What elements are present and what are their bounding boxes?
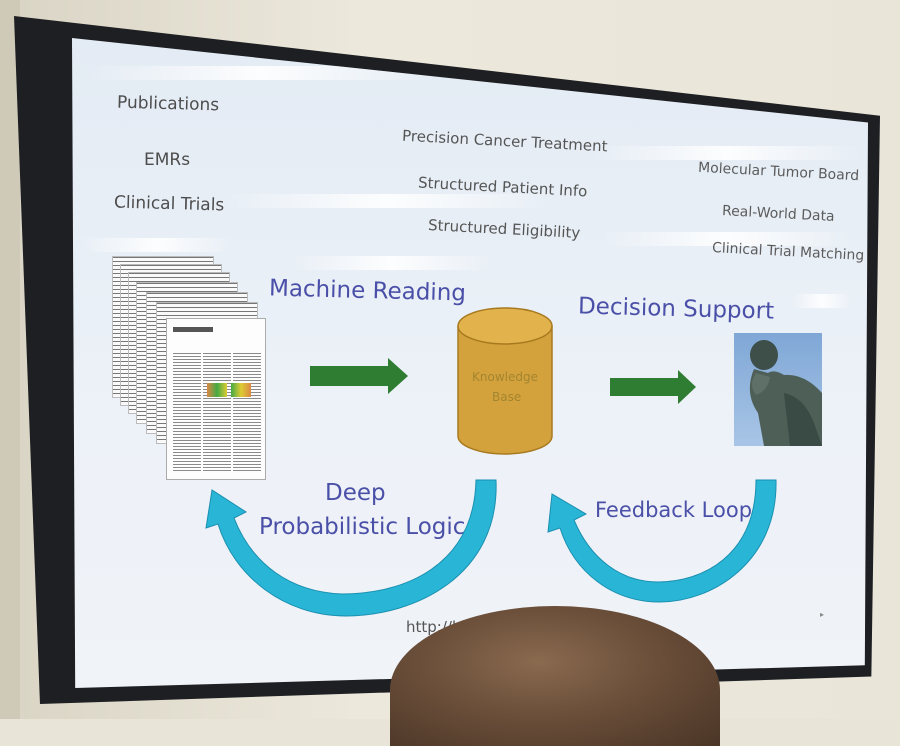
paper-front-page: [166, 318, 266, 480]
cylinder-shape: [457, 307, 553, 455]
wall-panel: [0, 0, 20, 719]
source-clinical-trials: Clinical Trials: [113, 192, 225, 216]
label-decision-support: Decision Support: [577, 293, 775, 325]
database-cylinder-icon: Knowledge Base: [456, 306, 554, 456]
label-deep: Deep: [325, 480, 386, 506]
glare-streak: [82, 238, 232, 252]
glare-streak: [792, 294, 852, 308]
glare-streak: [602, 232, 852, 246]
paper-text-column: [173, 353, 201, 473]
feedback-arrow-left: [205, 479, 497, 617]
thinker-silhouette: [749, 340, 822, 446]
kb-label-line2: Base: [492, 390, 522, 404]
app-tumor-board: Molecular Tumor Board: [697, 159, 860, 185]
arrow-right-icon: [610, 370, 696, 404]
label-machine-reading: Machine Reading: [268, 275, 467, 307]
presentation-screen: Publications EMRs Clinical Trials Precis…: [72, 38, 868, 688]
paper-title-bar: [173, 327, 213, 332]
paper-text-column: [233, 353, 261, 473]
feedback-arrow-right: [547, 479, 777, 603]
paper-text-column: [203, 353, 231, 473]
thinker-statue-icon: [734, 333, 822, 446]
output-eligibility: Structured Eligibility: [427, 216, 581, 242]
source-emrs: EMRs: [144, 150, 191, 170]
glare-streak: [222, 194, 552, 208]
source-publications: Publications: [116, 92, 220, 116]
app-real-world-data: Real-World Data: [721, 203, 836, 225]
kb-label-line1: Knowledge: [472, 370, 538, 384]
slide-number-mark: ▸: [820, 610, 825, 619]
label-feedback-loop: Feedback Loop: [595, 498, 753, 522]
label-probabilistic-logic: Probabilistic Logic: [259, 514, 466, 540]
document-stack-icon: [112, 256, 266, 480]
paper-figure: [207, 383, 227, 397]
arrow-right-icon: [310, 358, 408, 394]
paper-figure: [231, 383, 251, 397]
output-precision-treatment: Precision Cancer Treatment: [401, 126, 608, 156]
glare-streak: [82, 66, 442, 80]
glare-streak: [592, 146, 862, 160]
glare-streak: [292, 256, 492, 270]
